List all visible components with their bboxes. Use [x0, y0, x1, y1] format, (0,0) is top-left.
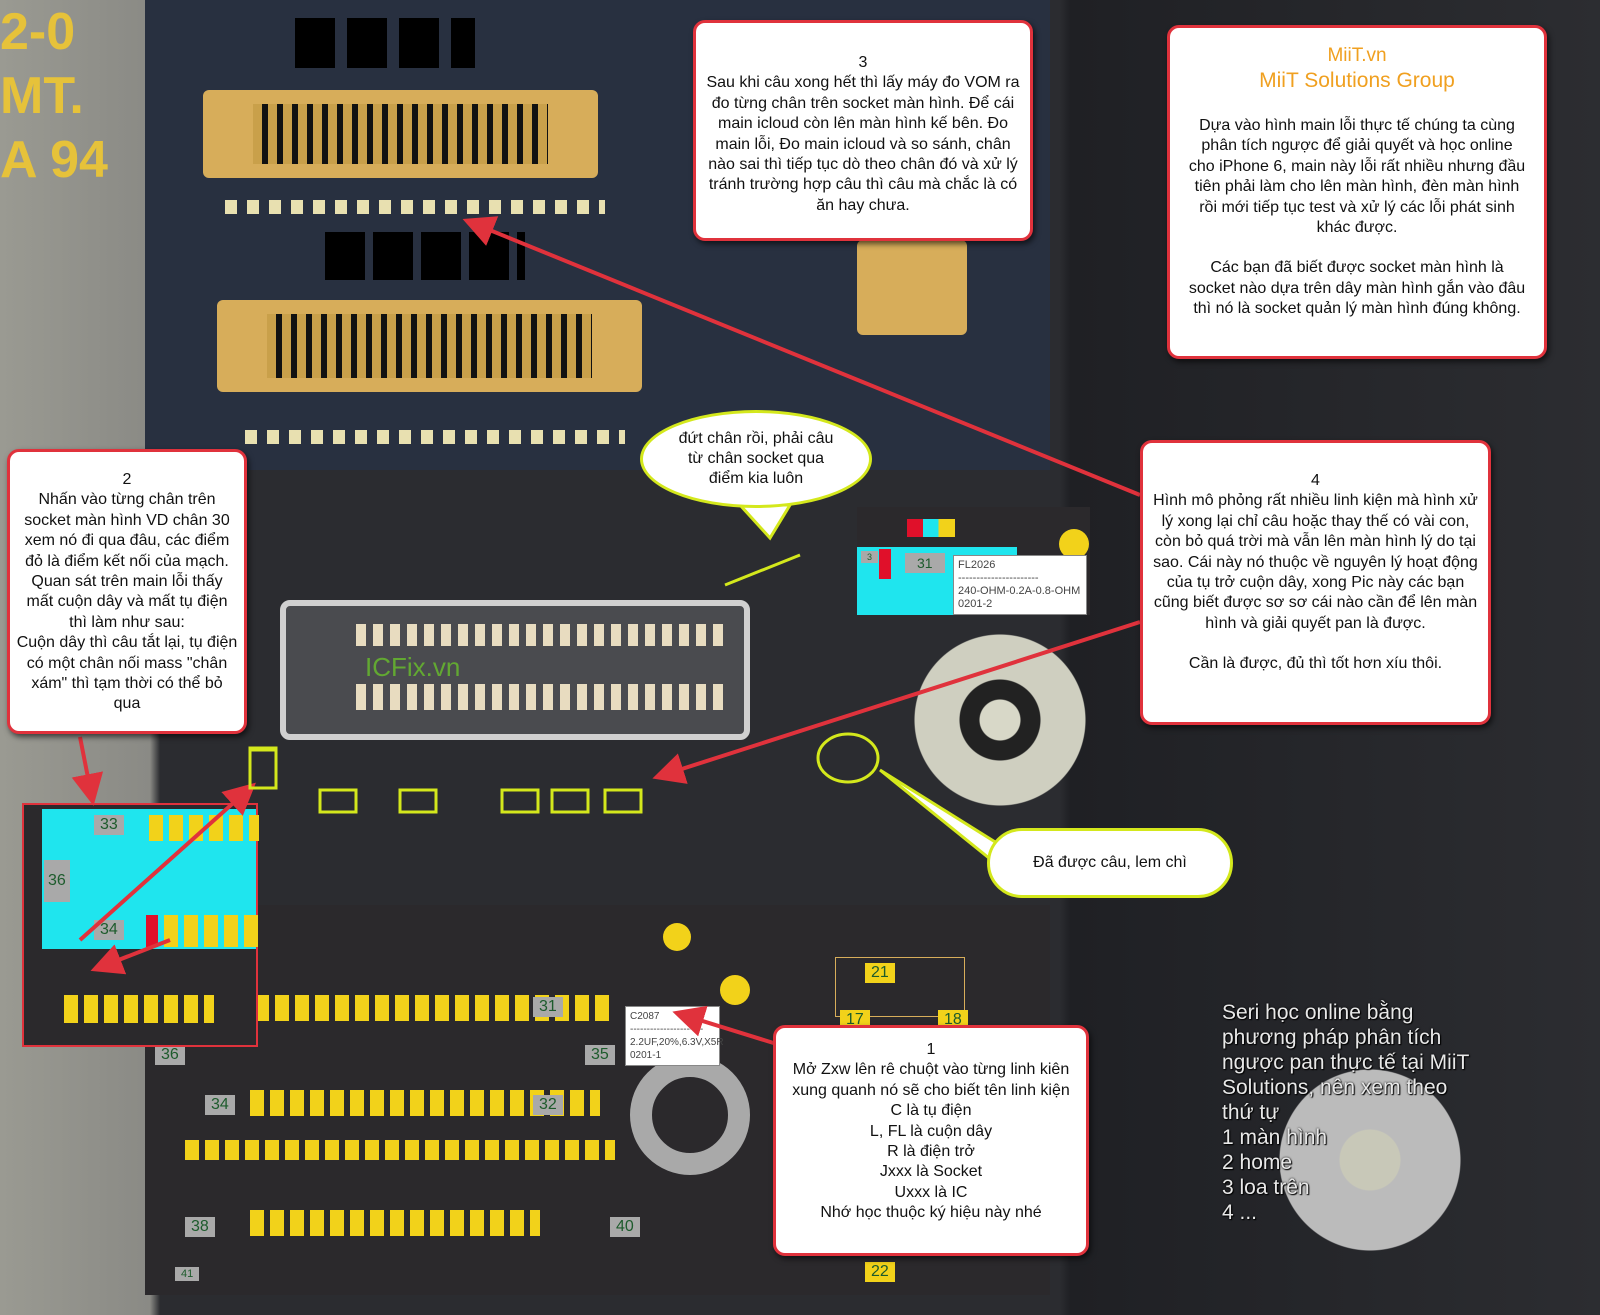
pad-label: 31 [905, 553, 945, 573]
pad-label: 36 [44, 860, 70, 902]
pad-label: 22 [865, 1262, 895, 1282]
brand-intro-box: MiiT.vn MiiT Solutions Group Dựa vào hìn… [1167, 25, 1547, 359]
tooltip-package: 0201-2 [958, 598, 993, 610]
arrow-line [90, 938, 171, 975]
callout-text: đứt chân rồi, phải câu từ chân socket qu… [678, 430, 834, 487]
callout-text: Đã được câu, lem chì [1033, 854, 1187, 871]
arrow-line [78, 782, 256, 942]
pad-label: 34 [94, 920, 124, 940]
pad-label: 38 [185, 1217, 215, 1237]
callout-broken-pin: đứt chân rồi, phải câu từ chân socket qu… [640, 410, 872, 508]
series-line: 4 ... [1222, 1201, 1258, 1224]
schematic-zoom-panel: 33 36 34 [22, 803, 259, 1047]
annotation-step-1: 1 Mở Zxw lên rê chuột vào từng linh kiên… [773, 1025, 1089, 1256]
step-number: 1 [926, 1041, 936, 1058]
tooltip-separator: ---------------------- [958, 572, 1039, 584]
pad-label: 40 [610, 1217, 640, 1237]
photo-text-line: 2-0 [0, 3, 76, 61]
pad-label: 3 [861, 551, 879, 563]
connector-footprint [217, 300, 642, 392]
screen-socket-photo [280, 600, 750, 740]
series-line: thứ tự [1222, 1101, 1280, 1124]
step-number: 4 [1311, 472, 1320, 489]
series-line: Seri học online bằng [1222, 1001, 1414, 1024]
component-hover-panel: 3 31 FL2026 ---------------------- 240-O… [857, 507, 1090, 615]
step-text: Cuộn dây thì câu tắt lại, tụ điện có một… [16, 634, 238, 713]
step-text: Mở Zxw lên rê chuột vào từng linh kiên x… [792, 1061, 1070, 1099]
step-text: Hình mô phỏng rất nhiều linh kiện mà hìn… [1153, 492, 1478, 632]
highlight-rect [248, 746, 278, 790]
highlight-circle [816, 732, 880, 784]
tooltip-package: 0201-1 [630, 1050, 662, 1061]
series-line: Solutions, nên xem theo [1222, 1076, 1448, 1099]
intro-paragraph: Các bạn đã biết được socket màn hình là … [1188, 259, 1526, 318]
arrow-line [672, 1005, 781, 1047]
annotation-step-3: 3 Sau khi câu xong hết thì lấy máy đo VO… [693, 20, 1033, 241]
connection-line [724, 553, 801, 587]
step-text: L, FL là cuộn dây [869, 1122, 993, 1140]
tooltip-name: FL2026 [958, 559, 996, 571]
step-text: Cần là được, đủ thì tốt hơn xíu thôi. [1188, 655, 1443, 673]
step-text: R là điện trở [887, 1143, 975, 1161]
step-text: Nhấn vào từng chân trên socket màn hình … [24, 491, 230, 631]
connector-footprint [203, 90, 598, 178]
pad-label: 34 [205, 1095, 235, 1115]
pad-label: 32 [533, 1095, 563, 1115]
step-text: Jxxx là Socket [879, 1163, 983, 1181]
brand-name: MiiT Solutions Group [1259, 69, 1455, 92]
step-text: Nhớ học thuộc ký hiệu này nhé [820, 1204, 1042, 1222]
arrow-line [71, 736, 104, 806]
step-text: Sau khi câu xong hết thì lấy máy đo VOM … [706, 74, 1020, 214]
tooltip-spec: 240-OHM-0.2A-0.8-OHM [958, 585, 1081, 597]
photo-text-line: MT. [0, 67, 84, 125]
annotation-step-4: 4 Hình mô phỏng rất nhiều linh kiện mà h… [1140, 440, 1491, 725]
pad-label: 35 [585, 1045, 615, 1065]
pad-label: 36 [155, 1045, 185, 1065]
series-line: 2 home [1222, 1151, 1293, 1174]
intro-paragraph: Dựa vào hình main lỗi thực tế chúng ta c… [1188, 117, 1526, 237]
step-number: 3 [858, 54, 868, 71]
callout-soldered: Đã được câu, lem chì [987, 828, 1233, 898]
brand-site: MiiT.vn [1327, 45, 1387, 66]
annotation-step-2: 2 Nhấn vào từng chân trên socket màn hìn… [7, 449, 247, 734]
series-line: ngược pan thực tế tại MiiT [1222, 1051, 1470, 1074]
pad-label: 21 [865, 963, 895, 983]
tooltip-name: C2087 [630, 1011, 660, 1022]
step-text: C là tụ điện [890, 1102, 972, 1120]
tooltip-separator: ---------------------- [630, 1024, 704, 1035]
watermark: ICFix.vn [365, 652, 461, 682]
series-line: phương pháp phân tích [1222, 1026, 1442, 1049]
arrow-line [652, 620, 1141, 784]
photo-text-line: A 94 [0, 131, 108, 189]
series-note: Seri học online bằng phương pháp phân tí… [1222, 1000, 1469, 1225]
pad-label: 33 [94, 815, 124, 835]
pad-label: 41 [175, 1267, 200, 1281]
tooltip-spec: 2.2UF,20%,6.3V,X5R [630, 1037, 724, 1048]
series-line: 3 loa trên [1222, 1176, 1310, 1199]
step-number: 2 [122, 471, 132, 488]
tooltip-fl2026: FL2026 ---------------------- 240-OHM-0.… [953, 555, 1087, 615]
photo-label-text: 2-0 MT. A 94 [0, 0, 108, 192]
step-text: Uxxx là IC [894, 1183, 968, 1201]
arrow-line [462, 216, 1141, 497]
series-line: 1 màn hình [1222, 1126, 1328, 1149]
pad-label: 31 [533, 997, 563, 1017]
